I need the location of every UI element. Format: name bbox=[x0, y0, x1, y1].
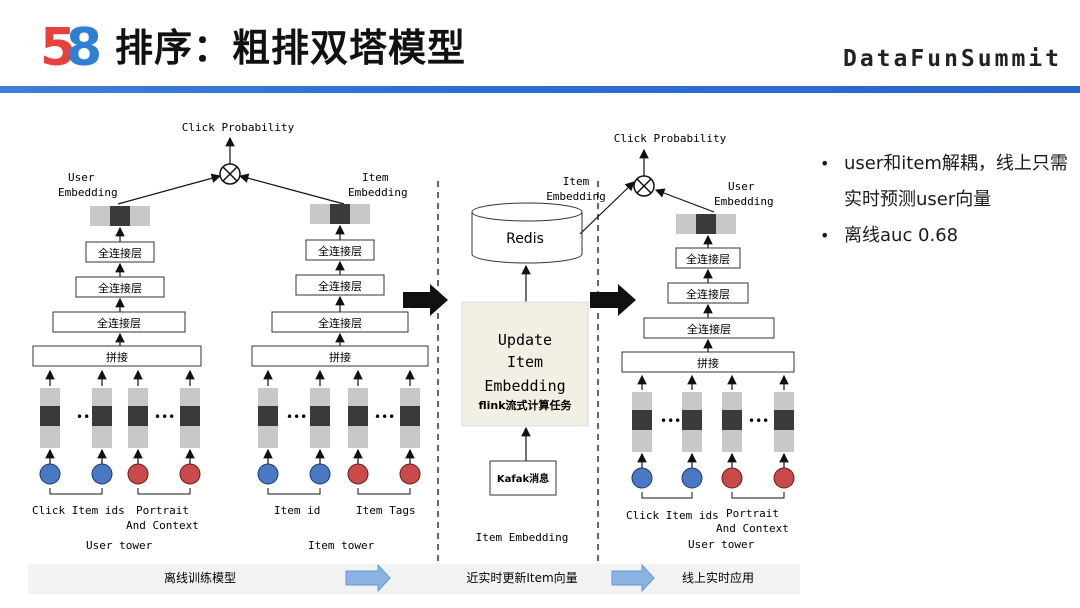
online-click-probability: Click Probability bbox=[614, 132, 727, 145]
offline-item-fc-3 bbox=[271, 311, 409, 333]
header: 5 8 排序：粗排双塔模型 DataFunSummit bbox=[0, 0, 1080, 93]
online-user-fc-1 bbox=[675, 247, 741, 269]
bullet-text-1: user和item解耦，线上只需实时预测user向量 bbox=[844, 153, 1068, 210]
diagram-label: Click Item ids bbox=[626, 509, 719, 522]
offline-user-input-1: Click Item ids bbox=[32, 504, 125, 517]
offline-user-fc-3 bbox=[52, 311, 186, 333]
diagram-label: ••• bbox=[76, 410, 97, 424]
online-user-fc-3 bbox=[643, 317, 775, 339]
online-user-features: ••• ••• bbox=[631, 374, 795, 499]
bullet-item: • 离线auc 0.68 bbox=[818, 218, 1068, 254]
offline-user-input-3: And Context bbox=[126, 519, 199, 532]
logo-digit-8: 8 bbox=[66, 18, 103, 78]
caption-offline: 离线训练模型 bbox=[164, 570, 236, 585]
flink-label: flink流式计算任务 bbox=[478, 398, 572, 412]
offline-item-fc-2 bbox=[295, 274, 385, 296]
two-tower-diagram: Click Probability User Embedding Item Em… bbox=[28, 116, 800, 594]
diagram-label: 全连接层 bbox=[318, 244, 362, 258]
offline-user-input-2: Portrait bbox=[136, 504, 189, 517]
offline-user-embedding-2: Embedding bbox=[58, 186, 118, 199]
diagram-label: 拼接 bbox=[106, 350, 128, 364]
diagram-label: Embedding bbox=[714, 195, 774, 208]
blue-arrow-2 bbox=[611, 563, 655, 593]
redis-label: Redis bbox=[506, 231, 544, 247]
diagram-label: ••• bbox=[374, 410, 395, 424]
diagram-label: ••• bbox=[154, 410, 175, 424]
offline-click-probability: Click Probability bbox=[182, 121, 295, 134]
bullet-dot-icon: • bbox=[820, 226, 830, 245]
online-user-concat bbox=[621, 351, 795, 373]
diagram-label: ••• bbox=[748, 414, 769, 428]
diagram-label: 全连接层 bbox=[318, 279, 362, 293]
diagram-label: 拼接 bbox=[329, 350, 351, 364]
caption-bar bbox=[28, 564, 800, 594]
diagram-label: User bbox=[728, 180, 755, 193]
offline-item-concat bbox=[251, 345, 429, 367]
offline-item-tower: Item tower bbox=[308, 539, 375, 552]
bullet-text-2: 离线auc 0.68 bbox=[844, 225, 959, 246]
bullet-dot-icon: • bbox=[820, 154, 830, 173]
diagram-label: 全连接层 bbox=[687, 322, 731, 336]
diagram-label: 全连接层 bbox=[686, 287, 730, 301]
diagram-label: Item bbox=[507, 353, 543, 371]
offline-user-fc-2 bbox=[75, 276, 165, 298]
offline-user-concat bbox=[32, 345, 202, 367]
diagram-label: 全连接层 bbox=[686, 252, 730, 266]
black-arrow-1 bbox=[403, 284, 448, 316]
nearline-item-embedding: Item Embedding bbox=[476, 531, 569, 544]
online-user-tower: User tower bbox=[688, 538, 755, 551]
bullet-list: • user和item解耦，线上只需实时预测user向量 • 离线auc 0.6… bbox=[818, 146, 1068, 254]
diagram-label: Item bbox=[563, 175, 590, 188]
offline-item-input-1: Item id bbox=[274, 504, 320, 517]
diagram-label: 全连接层 bbox=[318, 316, 362, 330]
diagram-label: Kafak消息 bbox=[497, 472, 549, 485]
offline-item-input-2: Item Tags bbox=[356, 504, 416, 517]
offline-item-embedding-1: Item bbox=[362, 171, 389, 184]
diagram-label: And Context bbox=[716, 522, 789, 535]
offline-item-features: ••• ••• bbox=[257, 369, 421, 495]
diagram-label: Embedding bbox=[484, 377, 565, 395]
brand-datafunsummit: DataFunSummit bbox=[842, 46, 1062, 72]
diagram-label: 全连接层 bbox=[98, 246, 142, 260]
diagram-label: Embedding bbox=[546, 190, 606, 203]
diagram-label: Portrait bbox=[726, 507, 779, 520]
logo-digit-5: 5 bbox=[40, 18, 77, 78]
offline-item-fc-1 bbox=[305, 239, 375, 261]
diagram-label: Update bbox=[498, 331, 552, 349]
offline-item-embedding-2: Embedding bbox=[348, 186, 408, 199]
offline-item-embedding-vector bbox=[310, 204, 370, 224]
blue-arrow-1 bbox=[345, 563, 391, 593]
bullet-item: • user和item解耦，线上只需实时预测user向量 bbox=[818, 146, 1068, 218]
diagram-label: ••• bbox=[660, 414, 681, 428]
diagram-label: ••• bbox=[286, 410, 307, 424]
online-user-fc-2 bbox=[667, 282, 749, 304]
online-user-embedding-vector bbox=[676, 214, 736, 234]
update-item-embedding-box bbox=[461, 301, 589, 427]
offline-user-embedding-vector bbox=[90, 206, 150, 226]
offline-user-fc-1 bbox=[85, 241, 155, 263]
offline-user-tower: User tower bbox=[86, 539, 153, 552]
offline-user-features: ••• ••• bbox=[39, 369, 201, 495]
slide-title: 排序：粗排双塔模型 bbox=[115, 26, 467, 70]
caption-online: 线上实时应用 bbox=[682, 570, 754, 585]
diagram-label: 全连接层 bbox=[98, 281, 142, 295]
black-arrow-2 bbox=[590, 284, 636, 316]
diagram-label: 全连接层 bbox=[97, 316, 141, 330]
offline-user-embedding-1: User bbox=[68, 171, 95, 184]
caption-nearline: 近实时更新Item向量 bbox=[466, 570, 577, 585]
header-rule bbox=[0, 86, 1080, 93]
kafka-box bbox=[489, 460, 557, 496]
diagram-label: 拼接 bbox=[697, 356, 719, 370]
redis-cylinder bbox=[471, 202, 583, 264]
